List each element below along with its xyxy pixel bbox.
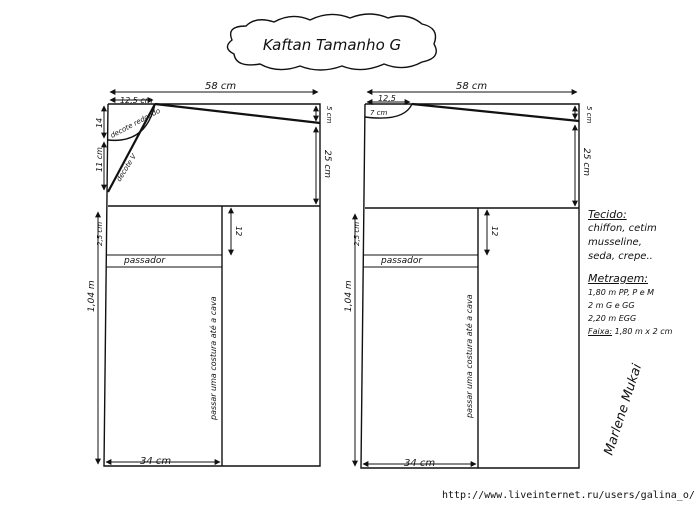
right-shoulder-drop-label: 5 cm (585, 106, 593, 124)
title-cloud (226, 13, 437, 71)
right-band-height-label: 2,5 cm (353, 222, 361, 246)
yardage-line: 2,20 m EGG (588, 314, 637, 323)
signature: Marlene Mukai (602, 362, 646, 457)
right-length-label: 1,04 m (344, 280, 354, 312)
fabric-line: musseline, (588, 237, 642, 248)
yardage-line: 2 m G e GG (588, 301, 635, 310)
left-casing-label: passador (123, 256, 166, 266)
sash-value: 1,80 m x 2 cm (614, 327, 673, 336)
right-neck-depth-label: 7 cm (370, 109, 388, 117)
source-url[interactable]: http://www.liveinternet.ru/users/galina_… (442, 490, 695, 501)
notes-panel: Tecido: chiffon, cetim musseline, seda, … (588, 208, 696, 338)
right-neck-width-label: 12,5 (378, 94, 396, 103)
left-neck-width-label: 12,5 cm (120, 96, 153, 105)
right-pattern: 58 cm 12,5 7 cm 5 cm 25 cm 2,5 cm 12 pas… (344, 81, 593, 469)
left-slit-label: 12 (234, 226, 243, 236)
sash-label: Faixa: (588, 327, 613, 336)
left-stitch-label: passar uma costura até a cava (208, 296, 218, 421)
left-width-label: 58 cm (205, 81, 236, 92)
left-shoulder-drop-label: 5 cm (325, 106, 333, 124)
right-stitch-label: passar uma costura até a cava (464, 294, 474, 419)
left-band-height-label: 2,5 cm (96, 222, 104, 246)
fabric-heading: Tecido: (588, 208, 627, 221)
fabric-line: chiffon, cetim (588, 223, 657, 234)
left-outline (103, 103, 321, 467)
fabric-line: seda, crepe.. (588, 251, 653, 262)
yardage-line: 1,80 m PP, P e M (588, 288, 655, 297)
left-v-depth-label: 11 cm (95, 147, 104, 172)
sash-line: Faixa: 1,80 m x 2 cm (588, 325, 696, 338)
right-slit-label: 12 (490, 226, 499, 236)
right-upper-side-label: 25 cm (581, 148, 591, 176)
left-neck-depth-label: 14 (95, 118, 104, 128)
left-upper-side-label: 25 cm (322, 150, 332, 178)
right-shoulder-line (411, 102, 580, 123)
left-neckline-v (107, 103, 156, 193)
left-length-label: 1,04 m (87, 280, 97, 312)
left-pattern: 58 cm 12,5 cm 14 11 cm decote redondo de… (87, 81, 333, 467)
right-bottom-width-label: 34 cm (404, 458, 435, 469)
right-casing-label: passador (380, 256, 423, 266)
left-shoulder-line (154, 102, 321, 125)
yardage-heading: Metragem: (588, 272, 649, 285)
page-title: Kaftan Tamanho G (263, 36, 401, 54)
right-width-label: 58 cm (456, 81, 487, 92)
right-neckline-round (364, 103, 413, 119)
left-bottom-width-label: 34 cm (140, 456, 171, 467)
